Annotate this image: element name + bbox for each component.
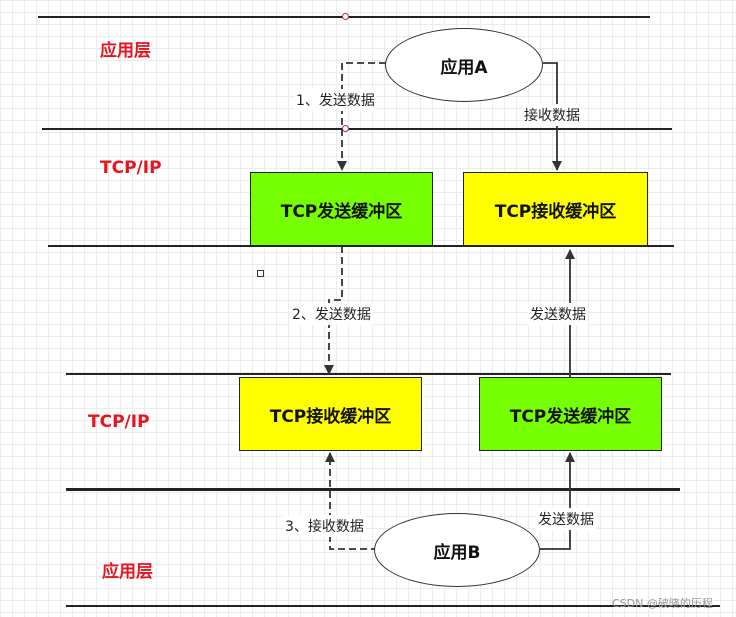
- connection-point-middle: [342, 125, 349, 132]
- edge-label-step1: 1、发送数据: [294, 89, 377, 111]
- arrow-b-send: [540, 452, 575, 550]
- edge-label-step2: 2、发送数据: [290, 303, 373, 325]
- edge-label-b-to-top-send: 发送数据: [528, 303, 588, 325]
- connection-point-top: [342, 13, 349, 20]
- layer-label-tcpip-bottom: TCP/IP: [88, 412, 150, 432]
- arrow-step3-receive: [325, 452, 378, 550]
- layer-line-tcp-bottom-bottom: [66, 488, 680, 491]
- layer-line-tcp-top-bottom: [48, 245, 674, 247]
- layer-label-tcpip-top: TCP/IP: [100, 158, 162, 178]
- layer-line-app-tcp-top: [42, 128, 672, 130]
- top-recv-buffer[interactable]: TCP接收缓冲区: [463, 172, 648, 246]
- arrow-step1-send: [337, 62, 386, 171]
- edge-label-step3: 3、接收数据: [283, 515, 366, 537]
- bottom-send-buffer[interactable]: TCP发送缓冲区: [479, 377, 662, 451]
- app-b-node[interactable]: 应用B: [374, 513, 540, 587]
- edge-label-a-receive: 接收数据: [522, 104, 582, 126]
- layer-label-app-top: 应用层: [100, 41, 151, 61]
- csdn-watermark: CSDN @破晓的历程: [612, 597, 713, 610]
- top-send-buffer[interactable]: TCP发送缓冲区: [250, 172, 433, 246]
- edge-label-b-send: 发送数据: [536, 508, 596, 530]
- arrow-a-receive: [543, 62, 562, 171]
- app-a-node[interactable]: 应用A: [385, 28, 543, 102]
- bottom-recv-buffer[interactable]: TCP接收缓冲区: [239, 377, 422, 451]
- layer-line-bottom: [66, 605, 720, 607]
- arrow-step2-send: [324, 246, 343, 375]
- layer-label-app-bottom: 应用层: [102, 562, 153, 582]
- selection-handle[interactable]: [257, 270, 264, 277]
- layer-line-tcp-bottom-top: [66, 373, 671, 375]
